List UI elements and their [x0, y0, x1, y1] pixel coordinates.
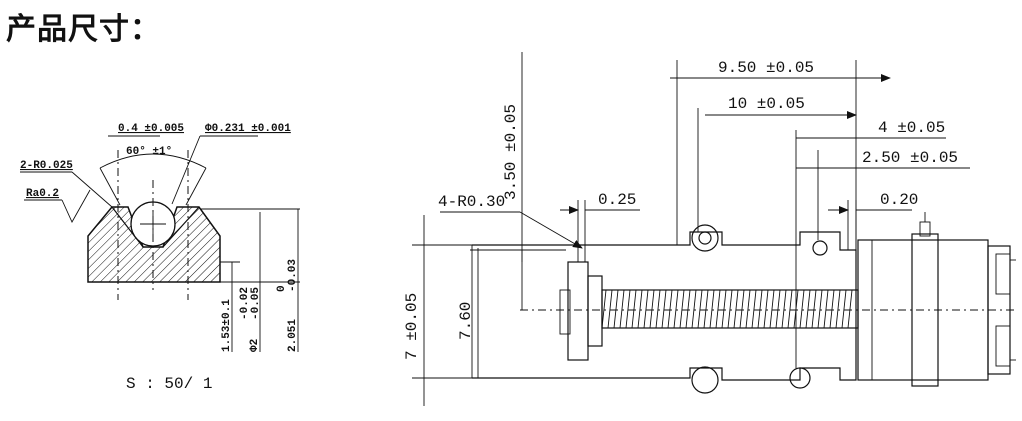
- dim-4: 4 ±0.05: [878, 119, 945, 137]
- dim-radius-2r: 2-R0.025: [20, 160, 73, 172]
- screw-threads: [601, 289, 853, 329]
- scale-label: S : 50/ 1: [126, 375, 212, 393]
- dim-height-2051-tol-bot: -0.03: [287, 259, 299, 292]
- dim-020: 0.20: [880, 191, 918, 209]
- dim-width-04: 0.4 ±0.005: [118, 123, 184, 135]
- dim-dia-2: Φ2: [249, 339, 261, 352]
- dim-dia-0231: Φ0.231 ±0.001: [205, 123, 291, 135]
- dim-760: 7.60: [457, 302, 475, 340]
- dim-dia-2-tol: -0.02: [239, 287, 251, 320]
- dim-025: 0.25: [598, 191, 636, 209]
- dim-4r: 4-R0.30: [438, 193, 505, 211]
- dim-height-2051: 2.051: [287, 319, 299, 352]
- dim-dia-2-tol2: -0.05: [250, 287, 262, 320]
- dim-250: 2.50 ±0.05: [862, 149, 958, 167]
- dim-950: 9.50 ±0.05: [718, 59, 814, 77]
- motor-assembly-view: [412, 52, 1018, 406]
- dim-10: 10 ±0.05: [728, 95, 805, 113]
- page-title: 产品尺寸：: [6, 12, 161, 47]
- dim-7: 7 ±0.05: [403, 293, 421, 360]
- dim-height-153: 1.53±0.1: [221, 299, 233, 352]
- surface-roughness: Ra0.2: [26, 188, 59, 200]
- dim-350: 3.50 ±0.05: [502, 104, 520, 200]
- groove-section-view: [20, 135, 300, 352]
- dim-height-2051-tol-top: 0: [276, 285, 288, 292]
- dim-angle-60: 60° ±1°: [126, 146, 172, 158]
